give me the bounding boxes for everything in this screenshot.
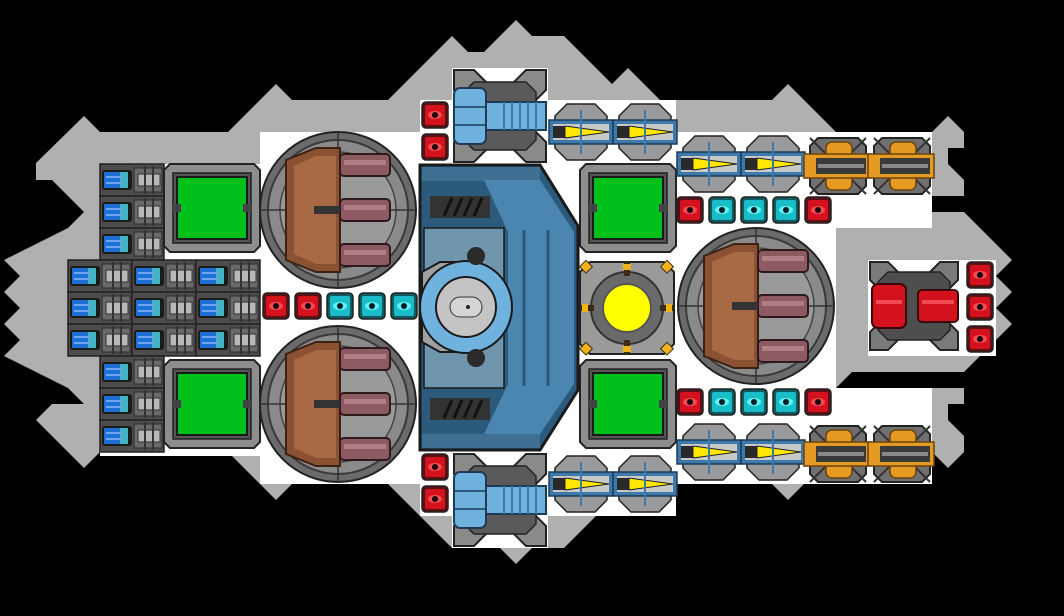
armor-red[interactable] xyxy=(421,453,449,481)
armor-red[interactable] xyxy=(966,293,994,321)
armor-red[interactable] xyxy=(421,101,449,129)
armor-cyan[interactable] xyxy=(740,196,768,224)
missile-launcher[interactable] xyxy=(740,135,806,193)
battery-bank-bottom[interactable] xyxy=(99,355,165,453)
armor-red[interactable] xyxy=(966,261,994,289)
missile-launcher[interactable] xyxy=(740,423,806,481)
armor-red[interactable] xyxy=(294,292,322,320)
reactor-core[interactable] xyxy=(418,163,580,452)
battery[interactable] xyxy=(99,355,165,389)
battery[interactable] xyxy=(99,419,165,453)
railgun[interactable] xyxy=(803,425,871,483)
battery[interactable] xyxy=(67,259,133,293)
battery[interactable] xyxy=(99,163,165,197)
missile-launcher[interactable] xyxy=(676,423,742,481)
railgun[interactable] xyxy=(867,425,935,483)
triple-cannon-turret-top[interactable] xyxy=(259,131,417,289)
armor-red[interactable] xyxy=(421,485,449,513)
armor-cyan[interactable] xyxy=(326,292,354,320)
missile-launcher[interactable] xyxy=(612,103,678,161)
missile-launcher[interactable] xyxy=(548,103,614,161)
armor-cyan[interactable] xyxy=(740,388,768,416)
armor-cyan[interactable] xyxy=(772,196,800,224)
missile-launcher[interactable] xyxy=(676,135,742,193)
armor-red[interactable] xyxy=(966,325,994,353)
heavy-laser[interactable] xyxy=(869,261,959,351)
missile-launcher[interactable] xyxy=(548,455,614,513)
battery-bank-top[interactable] xyxy=(99,163,165,261)
railgun[interactable] xyxy=(867,137,935,195)
shield-generator-top-left[interactable] xyxy=(163,163,261,253)
armor-red[interactable] xyxy=(676,196,704,224)
armor-red[interactable] xyxy=(804,196,832,224)
armor-cyan[interactable] xyxy=(708,388,736,416)
battery[interactable] xyxy=(195,259,261,293)
battery[interactable] xyxy=(99,195,165,229)
battery[interactable] xyxy=(195,323,261,357)
armor-row-right-top[interactable] xyxy=(676,196,832,224)
light-core[interactable] xyxy=(578,259,675,356)
battery[interactable] xyxy=(99,227,165,261)
armor-red[interactable] xyxy=(676,388,704,416)
armor-row-left[interactable] xyxy=(262,292,418,320)
ion-cannon-bottom[interactable] xyxy=(453,453,547,547)
armor-red[interactable] xyxy=(804,388,832,416)
armor-red[interactable] xyxy=(421,133,449,161)
armor-cyan[interactable] xyxy=(772,388,800,416)
shield-generator-bottom-left[interactable] xyxy=(163,359,261,449)
railgun[interactable] xyxy=(803,137,871,195)
armor-cyan[interactable] xyxy=(358,292,386,320)
shield-generator-bottom-right[interactable] xyxy=(579,359,677,449)
armor-cyan[interactable] xyxy=(708,196,736,224)
battery[interactable] xyxy=(99,387,165,421)
battery[interactable] xyxy=(67,291,133,325)
battery[interactable] xyxy=(131,323,197,357)
armor-cyan[interactable] xyxy=(390,292,418,320)
armor-row-right-bottom[interactable] xyxy=(676,388,832,416)
ion-cannon-top[interactable] xyxy=(453,69,547,163)
triple-cannon-turret-bottom[interactable] xyxy=(259,325,417,483)
battery[interactable] xyxy=(131,291,197,325)
battery[interactable] xyxy=(195,291,261,325)
missile-launcher[interactable] xyxy=(612,455,678,513)
armor-red[interactable] xyxy=(262,292,290,320)
battery-bank-middle[interactable] xyxy=(67,259,261,357)
triple-cannon-turret-right[interactable] xyxy=(677,227,835,385)
battery[interactable] xyxy=(131,259,197,293)
battery[interactable] xyxy=(67,323,133,357)
shield-generator-top-right[interactable] xyxy=(579,163,677,253)
